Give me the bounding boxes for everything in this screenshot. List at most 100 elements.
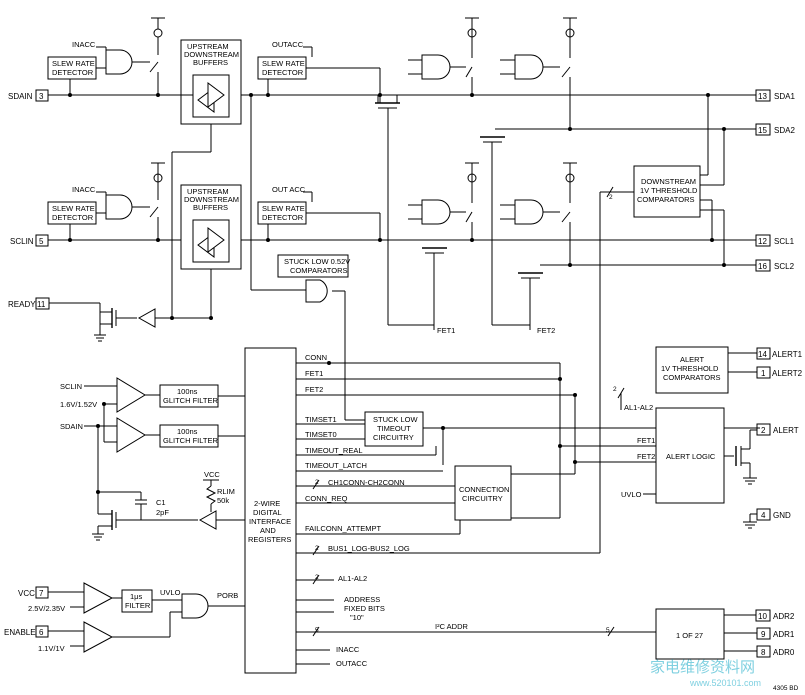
stuck-low-comparators: STUCK LOW 0.52V COMPARATORS: [277, 254, 350, 303]
svg-text:SLEW RATE: SLEW RATE: [262, 204, 305, 213]
outacc-label: OUTACC: [272, 40, 304, 49]
pin-scl2-label: SCL2: [774, 262, 795, 271]
pin-vcc: VCC 7: [18, 586, 49, 599]
ready-inverter: [137, 308, 156, 328]
svg-text:CONNECTION: CONNECTION: [459, 485, 509, 494]
sda-fet: [111, 510, 117, 530]
bus-log-label: BUS1_LOG-BUS2_LOG: [328, 544, 410, 553]
pin-sdain: SDAIN 3: [8, 89, 49, 102]
pin-sdain-num: 3: [39, 92, 44, 101]
alert-logic: ALERT LOGIC: [655, 407, 725, 504]
pin-sda1-num: 13: [758, 92, 767, 101]
pin-alert: 2 ALERT: [756, 423, 799, 436]
al1-al2-label: AL1-AL2: [624, 403, 653, 412]
i2c-addr-label: I²C ADDR: [435, 622, 469, 631]
c1-label: C1: [156, 498, 166, 507]
timset1-label: TIMSET1: [305, 415, 337, 424]
pin-vcc-num: 7: [39, 589, 44, 598]
schmitt-sda: [116, 417, 146, 453]
thr-scl-label: 1.6V/1.52V: [60, 400, 97, 409]
svg-text:GLITCH FILTER: GLITCH FILTER: [163, 436, 218, 445]
svg-text:DETECTOR: DETECTOR: [52, 68, 94, 77]
svg-text:"10": "10": [350, 613, 364, 622]
glitch-filter-scl: 100ns GLITCH FILTER: [159, 384, 219, 408]
pin-sda1-label: SDA1: [774, 92, 795, 101]
alert-comparators: ALERT 1V THRESHOLD COMPARATORS: [655, 346, 729, 394]
timeout-latch-label: TIMEOUT_LATCH: [305, 461, 367, 470]
pin-sclin: SCLIN 5: [10, 234, 49, 247]
pin-scl2-num: 16: [758, 262, 767, 271]
c1-value: 2pF: [156, 508, 169, 517]
timset0-label: TIMSET0: [305, 430, 337, 439]
fet1-bus-label: FET1: [305, 369, 323, 378]
svg-text:DETECTOR: DETECTOR: [52, 213, 94, 222]
connection-circuitry: CONNECTION CIRCUITRY: [454, 465, 512, 521]
svg-text:GLITCH FILTER: GLITCH FILTER: [163, 396, 218, 405]
pin-adr2: 10 ADR2: [755, 609, 795, 622]
svg-text:5: 5: [606, 627, 610, 634]
svg-text:ALERT LOGIC: ALERT LOGIC: [666, 452, 716, 461]
pin-scl1: 12 SCL1: [755, 234, 795, 247]
and-gate-porb: [181, 593, 209, 619]
svg-text:1V THRESHOLD: 1V THRESHOLD: [661, 364, 719, 373]
pin-adr2-label: ADR2: [773, 612, 795, 621]
pin-enable-label: ENABLE: [4, 628, 36, 637]
corner-ref: 4305 BD: [773, 685, 799, 692]
pin-sclin-num: 5: [39, 237, 44, 246]
pin-enable: ENABLE 6: [4, 625, 49, 638]
fet-sda2: [480, 136, 505, 152]
fet2-bus-label: FET2: [305, 385, 323, 394]
svg-text:TIMEOUT: TIMEOUT: [377, 424, 411, 433]
rlim-label: RLIM: [217, 487, 235, 496]
and-gate-scl1: [421, 199, 451, 225]
ready-fet: [100, 308, 117, 328]
svg-text:STUCK LOW 0.52V: STUCK LOW 0.52V: [284, 257, 350, 266]
inacc-label-2: INACC: [72, 185, 96, 194]
fet1-label: FET1: [437, 326, 455, 335]
svg-text:COMPARATORS: COMPARATORS: [290, 266, 348, 275]
slew-rate-detector-3: SLEW RATE DETECTOR: [47, 201, 97, 225]
glitch-filter-sda: 100ns GLITCH FILTER: [159, 424, 219, 448]
and-gate-scl-in: [105, 194, 133, 220]
svg-text:INTERFACE: INTERFACE: [249, 517, 291, 526]
buffers-sda: UPSTREAM DOWNSTREAM BUFFERS: [180, 39, 242, 125]
schmitt-scl: [116, 377, 146, 413]
svg-text:100ns: 100ns: [177, 387, 198, 396]
inacc-out-label: INACC: [336, 645, 360, 654]
fet1-alert-label: FET1: [637, 436, 655, 445]
ch1conn-label: CH1CONN-CH2CONN: [328, 478, 405, 487]
uvlo-label: UVLO: [160, 588, 181, 597]
svg-text:DETECTOR: DETECTOR: [262, 68, 304, 77]
svg-text:SLEW RATE: SLEW RATE: [262, 59, 305, 68]
buffers-scl: UPSTREAM DOWNSTREAM BUFFERS: [180, 184, 242, 270]
timeout-real-label: TIMEOUT_REAL: [305, 446, 363, 455]
svg-text:2: 2: [609, 194, 613, 201]
svg-text:1μs: 1μs: [130, 592, 142, 601]
pin-alert2-num: 1: [761, 369, 766, 378]
pin-alert-label: ALERT: [773, 426, 799, 435]
thr-en-label: 1.1V/1V: [38, 644, 65, 653]
svg-text:SLEW RATE: SLEW RATE: [52, 59, 95, 68]
svg-text:CIRCUITRY: CIRCUITRY: [373, 433, 414, 442]
sdain-in-label: SDAIN: [60, 422, 83, 431]
outacc-out-label: OUTACC: [336, 659, 368, 668]
pin-alert2-label: ALERT2: [772, 369, 803, 378]
svg-text:2-WIRE: 2-WIRE: [254, 499, 280, 508]
pin-sclin-label: SCLIN: [10, 237, 34, 246]
schmitt-vcc: [83, 582, 114, 614]
pin-alert2: 1 ALERT2: [756, 366, 803, 379]
pin-alert1-label: ALERT1: [772, 350, 803, 359]
fet2-label: FET2: [537, 326, 555, 335]
svg-text:STUCK LOW: STUCK LOW: [373, 415, 419, 424]
pin-sda2-label: SDA2: [774, 126, 795, 135]
pin-gnd: 4 GND: [756, 508, 791, 521]
thr-vcc-label: 2.5V/2.35V: [28, 604, 65, 613]
rlim-value: 50k: [217, 496, 229, 505]
and-gate-sda1: [421, 54, 451, 80]
svg-text:100ns: 100ns: [177, 427, 198, 436]
two-wire-interface: 2-WIRE DIGITAL INTERFACE AND REGISTERS: [244, 347, 297, 674]
svg-text:COMPARATORS: COMPARATORS: [637, 195, 695, 204]
pin-adr1: 9 ADR1: [756, 627, 795, 640]
conn-req-label: CONN_REQ: [305, 494, 348, 503]
